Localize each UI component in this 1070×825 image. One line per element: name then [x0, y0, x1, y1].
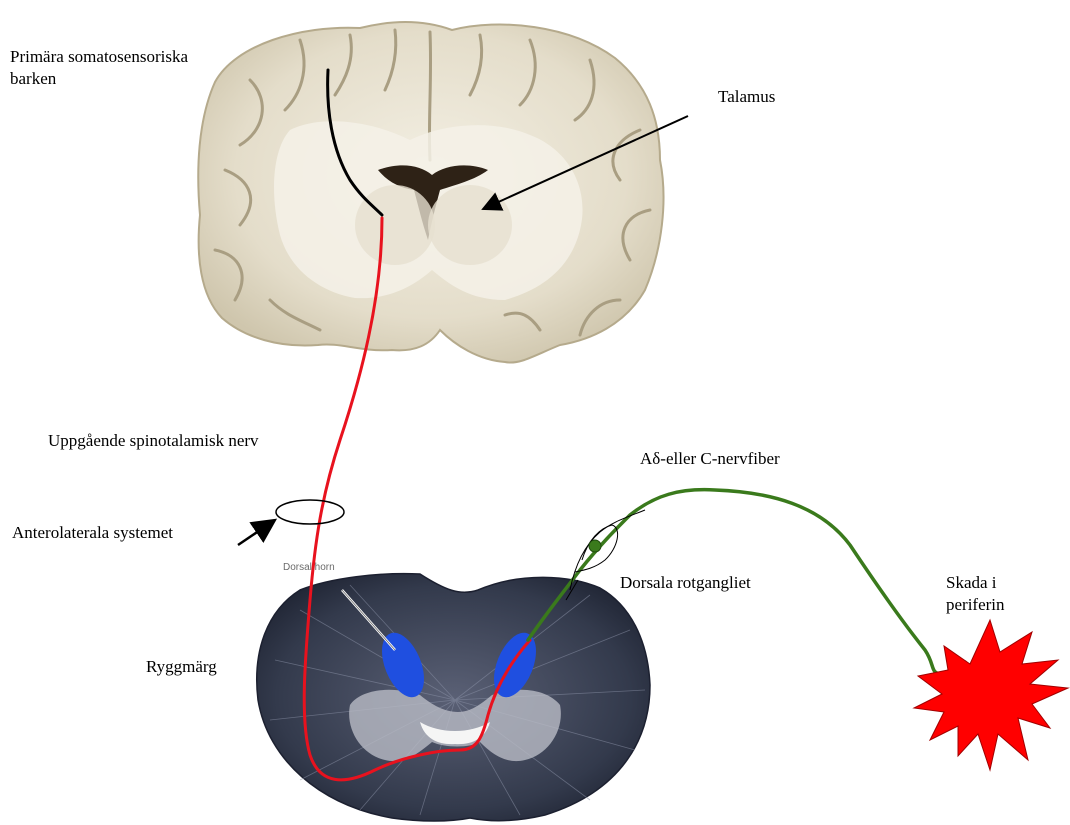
cortex-label-line1: Primära somatosensoriska	[10, 47, 188, 66]
anterolateral-arrow	[238, 520, 275, 545]
fiber-label: Aδ-eller C-nervfiber	[640, 448, 780, 470]
thalamus-region-left	[355, 185, 435, 265]
injury-label-line1: Skada i	[946, 573, 997, 592]
spinal-cord-section	[257, 574, 650, 821]
spinal-cord-label: Ryggmärg	[146, 656, 217, 678]
thalamus-region	[428, 185, 512, 265]
anterolateral-ellipse	[276, 500, 344, 524]
spinothalamic-label: Uppgående spinotalamisk nerv	[48, 430, 259, 452]
dorsal-horn-label: Dorsal horn	[283, 562, 335, 573]
spinal-cord-outline	[257, 574, 650, 821]
cortex-label-line2: barken	[10, 69, 56, 88]
anterolateral-label: Anterolaterala systemet	[12, 522, 173, 544]
ganglion-cell-body	[589, 540, 601, 552]
ganglion-label: Dorsala rotgangliet	[620, 572, 751, 594]
cortex-label: Primära somatosensoriska barken	[10, 46, 270, 90]
injury-label: Skada i periferin	[946, 572, 1056, 616]
thalamus-label: Talamus	[718, 86, 775, 108]
injury-star	[914, 620, 1068, 770]
injury-label-line2: periferin	[946, 595, 1005, 614]
